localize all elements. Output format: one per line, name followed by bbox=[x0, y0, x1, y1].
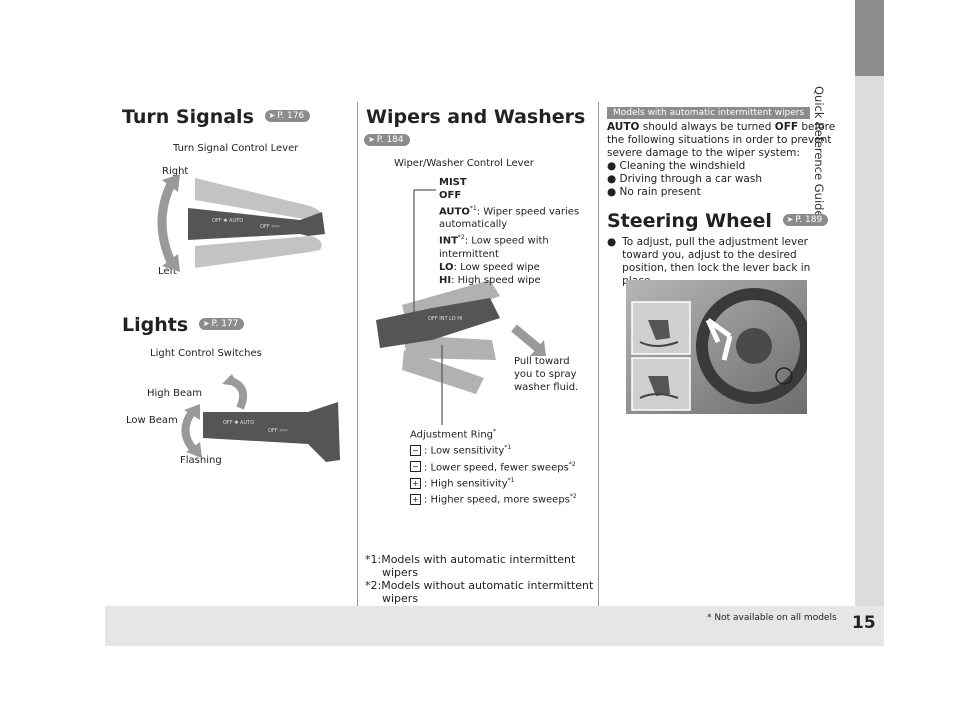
bullet-item: ● Cleaning the windshield bbox=[607, 160, 746, 172]
svg-text:OFF INT LO HI: OFF INT LO HI bbox=[428, 316, 463, 322]
adjustment-ring: Adjustment Ring* −: Low sensitivity*1 −:… bbox=[410, 425, 595, 507]
steering-wheel-photo bbox=[626, 280, 807, 414]
lo-item: LO: Low speed wipe bbox=[439, 261, 540, 273]
footer-band bbox=[105, 606, 884, 646]
lights-title: Lights P. 177 bbox=[122, 314, 245, 336]
left-label: Left bbox=[158, 266, 177, 277]
minus-icon: − bbox=[410, 445, 421, 457]
wiper-positions-list: MIST OFF AUTO*1: Wiper speed varies auto… bbox=[439, 176, 589, 287]
low-beam-label: Low Beam bbox=[126, 415, 178, 426]
wiper-footnotes: *1:Models with automatic intermittent wi… bbox=[365, 553, 594, 605]
flashing-label: Flashing bbox=[180, 455, 222, 466]
availability-footnote: * Not available on all models bbox=[707, 613, 837, 623]
light-control-caption: Light Control Switches bbox=[150, 348, 262, 359]
ring-item: −: Low sensitivity*1 bbox=[410, 441, 595, 457]
svg-text:OFF ⇦⇨: OFF ⇦⇨ bbox=[268, 428, 288, 434]
bullet-item: ● No rain present bbox=[607, 186, 701, 198]
auto-item: AUTO*1: Wiper speed varies automatically bbox=[439, 205, 580, 231]
wiper-caption: Wiper/Washer Control Lever bbox=[394, 158, 534, 169]
light-switch-illustration: OFF ✱ AUTO OFF ⇦⇨ bbox=[181, 374, 340, 462]
models-badge: Models with automatic intermittent wiper… bbox=[607, 107, 811, 119]
turn-signals-page-ref[interactable]: P. 176 bbox=[264, 109, 311, 122]
steering-title: Steering Wheel P. 189 bbox=[607, 210, 829, 232]
wipers-page-ref-wrap: P. 184 bbox=[364, 131, 410, 150]
svg-text:OFF ⇦⇨: OFF ⇦⇨ bbox=[260, 224, 280, 230]
column-divider bbox=[357, 102, 358, 606]
ring-item: +: Higher speed, more sweeps*2 bbox=[410, 490, 595, 506]
steering-page-ref[interactable]: P. 189 bbox=[782, 213, 829, 226]
side-tab bbox=[855, 0, 884, 608]
svg-text:OFF ✱ AUTO: OFF ✱ AUTO bbox=[212, 218, 243, 224]
page-number: 15 bbox=[852, 613, 876, 633]
wipers-title: Wipers and Washers bbox=[366, 106, 586, 128]
adjustment-ring-label: Adjustment Ring* bbox=[410, 428, 497, 441]
hi-item: HI: High speed wipe bbox=[439, 274, 541, 286]
ring-item: −: Lower speed, fewer sweeps*2 bbox=[410, 458, 595, 474]
minus-icon: − bbox=[410, 461, 421, 473]
column-divider bbox=[598, 102, 599, 606]
lights-page-ref[interactable]: P. 177 bbox=[198, 317, 245, 330]
pull-instruction: Pull toward you to spray washer fluid. bbox=[514, 356, 579, 393]
ring-item: +: High sensitivity*1 bbox=[410, 474, 595, 490]
plus-icon: + bbox=[410, 477, 421, 489]
turn-signal-caption: Turn Signal Control Lever bbox=[173, 143, 299, 154]
int-item: INT*2: Low speed with intermittent bbox=[439, 234, 549, 260]
svg-text:OFF ✱ AUTO: OFF ✱ AUTO bbox=[223, 420, 254, 426]
plus-icon: + bbox=[410, 494, 421, 506]
high-beam-label: High Beam bbox=[147, 388, 203, 399]
bullet-item: ● Driving through a car wash bbox=[607, 173, 762, 185]
off-label: OFF bbox=[439, 190, 462, 201]
wiper-lever-illustration: OFF INT LO HI bbox=[376, 189, 546, 425]
turn-signal-lever-illustration: OFF ✱ AUTO OFF ⇦⇨ bbox=[157, 174, 325, 272]
mist-label: MIST bbox=[439, 177, 467, 188]
wipers-page-ref[interactable]: P. 184 bbox=[364, 133, 410, 146]
turn-signals-title: Turn Signals P. 176 bbox=[122, 106, 311, 128]
auto-wiper-note: AUTO should always be turned OFF before … bbox=[607, 121, 843, 199]
right-label: Right bbox=[162, 166, 189, 177]
